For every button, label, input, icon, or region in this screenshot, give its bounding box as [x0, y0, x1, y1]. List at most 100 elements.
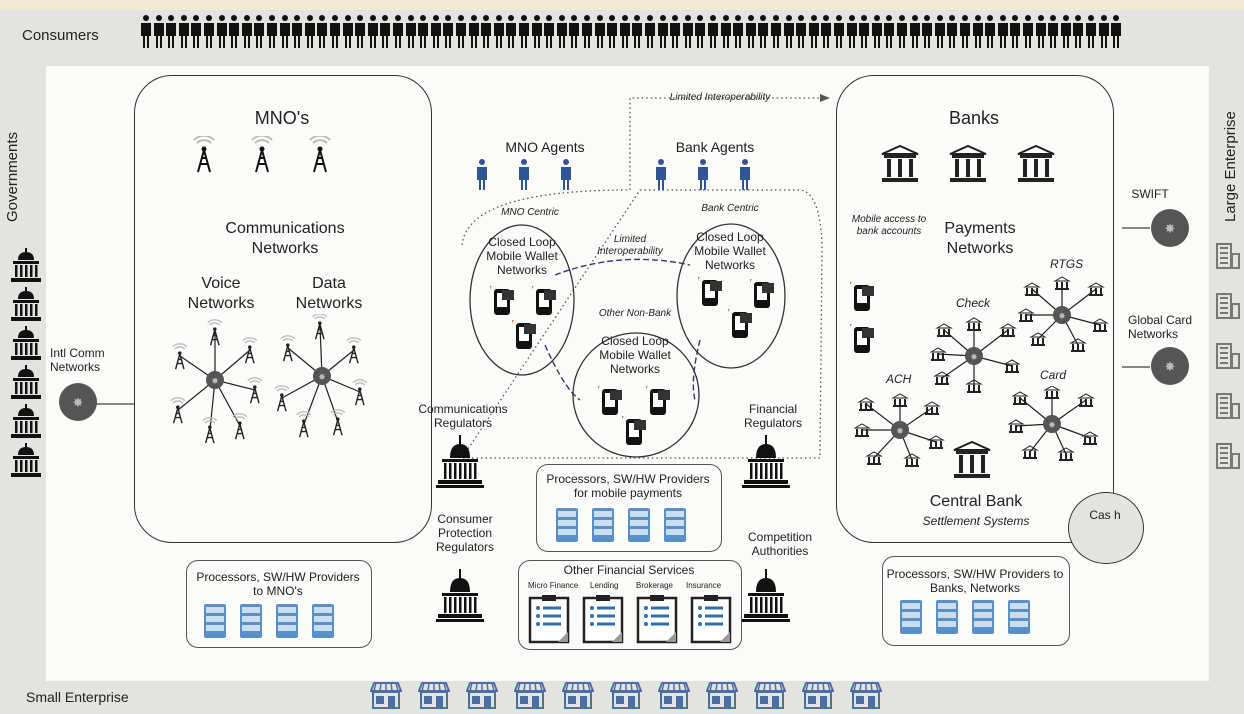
- mobile-phone-icon: [850, 282, 874, 311]
- lending-label: Lending: [590, 581, 619, 590]
- global-card-node-icon: ✸: [1150, 346, 1190, 386]
- card-label: Card: [1040, 368, 1067, 382]
- person-icon: [934, 15, 945, 48]
- mobile-phone-icon: [750, 279, 774, 308]
- cell-tower-icon: [193, 136, 215, 173]
- person-icon: [607, 15, 618, 48]
- person-icon: [355, 15, 366, 48]
- person-icon: [443, 15, 454, 48]
- person-icon: [1111, 15, 1122, 48]
- person-icon: [972, 15, 983, 48]
- person-icon: [342, 15, 353, 48]
- server-icon: [628, 508, 650, 542]
- person-icon: [141, 15, 151, 48]
- capitol-icon: [742, 435, 790, 488]
- person-icon: [544, 15, 555, 48]
- government-buildings-column: [10, 248, 42, 488]
- person-icon: [1035, 15, 1046, 48]
- person-icon: [897, 15, 907, 48]
- person-icon: [481, 15, 492, 48]
- mobile-phone-icon: [490, 286, 514, 315]
- mno-towers-group: [190, 136, 370, 188]
- document-icon: [690, 595, 732, 644]
- voice-network-graph: ✸: [170, 319, 263, 443]
- office-building-icon: [1216, 443, 1240, 469]
- person-icon: [493, 15, 504, 48]
- data-network-cluster: ✸: [266, 314, 378, 444]
- person-icon: [153, 15, 164, 48]
- mobile-phone-icon: [728, 309, 752, 338]
- person-icon: [745, 15, 756, 48]
- banks-icons-group: [880, 144, 1080, 188]
- person-icon: [594, 15, 605, 48]
- person-icon: [304, 15, 315, 48]
- other-nonbank-label: Other Non-Bank: [598, 308, 672, 319]
- agent-icon: [740, 159, 750, 190]
- rtgs-network-graph: ✸: [1018, 276, 1109, 352]
- limited-interop-mid-label: Limited Interoperability: [597, 234, 663, 257]
- person-icon: [430, 15, 441, 48]
- svg-text:✸: ✸: [1048, 421, 1056, 431]
- person-icon: [619, 15, 630, 48]
- other-fin-label: Other Financial Services: [563, 563, 695, 577]
- government-building-icon: [11, 248, 41, 282]
- closed-loop-mno-label: Closed Loop Mobile Wallet Networks: [486, 235, 558, 277]
- cell-tower-icon: [251, 136, 273, 173]
- person-icon: [1086, 15, 1096, 48]
- person-icon: [267, 15, 277, 48]
- banks-title: Banks: [948, 108, 1000, 128]
- person-icon: [884, 15, 895, 48]
- consumers-people-row: [140, 14, 1122, 52]
- bank-icon: [949, 144, 987, 182]
- limited-interop-top-label: Limited Interoperability: [669, 92, 771, 103]
- rtgs-label: RTGS: [1050, 257, 1084, 271]
- bank-icon: [881, 144, 919, 182]
- person-icon: [859, 15, 870, 48]
- bank-icon: [953, 440, 991, 478]
- cell-tower-icon: [309, 136, 331, 173]
- phones-banks-group: [844, 278, 884, 366]
- svg-text:✸: ✸: [1165, 360, 1176, 375]
- agent-icon: [656, 159, 666, 190]
- mno-centric-label: MNO Centric: [501, 207, 559, 218]
- global-card-label: Global Card Networks: [1128, 313, 1193, 341]
- phones-mno-group: [484, 280, 564, 350]
- comm-networks-label: Communications Networks: [225, 220, 345, 257]
- proc-mno-label: Processors, SW/HW Providers to MNO's: [196, 570, 360, 598]
- svg-text:✸: ✸: [318, 373, 326, 383]
- small-enterprise-label: Small Enterprise: [26, 689, 129, 705]
- cash-label: Cas h: [1089, 508, 1121, 522]
- agent-icon: [477, 159, 487, 190]
- person-icon: [947, 15, 958, 48]
- person-icon: [1098, 15, 1109, 48]
- person-icon: [670, 15, 681, 48]
- person-icon: [178, 15, 189, 48]
- bank-agents-group: [655, 158, 785, 190]
- person-icon: [997, 15, 1008, 48]
- person-icon: [758, 15, 769, 48]
- proc-mobile-label: Processors, SW/HW Providers for mobile p…: [546, 472, 710, 500]
- person-icon: [871, 15, 882, 48]
- server-icon: [972, 600, 994, 634]
- person-icon: [1048, 15, 1059, 48]
- office-building-icon: [1216, 293, 1240, 319]
- store-icon: [850, 682, 882, 709]
- person-icon: [657, 15, 668, 48]
- store-icon: [802, 682, 834, 709]
- closed-loop-nonbank-label: Closed Loop Mobile Wallet Networks: [599, 334, 671, 376]
- mno-box: [134, 75, 432, 543]
- server-icon: [556, 508, 578, 542]
- consumer-protection-label: Consumer Protection Regulators: [435, 512, 495, 554]
- server-icon: [936, 600, 958, 634]
- capitol-icon: [436, 569, 484, 622]
- svg-text:✸: ✸: [211, 377, 219, 387]
- check-label: Check: [956, 296, 991, 310]
- office-building-icon: [1216, 343, 1240, 369]
- person-icon: [556, 15, 567, 48]
- server-icon: [1008, 600, 1030, 634]
- check-network: ✸: [930, 316, 1022, 396]
- server-icon: [900, 600, 922, 634]
- person-icon: [1060, 15, 1071, 48]
- person-icon: [645, 15, 655, 48]
- person-icon: [393, 15, 403, 48]
